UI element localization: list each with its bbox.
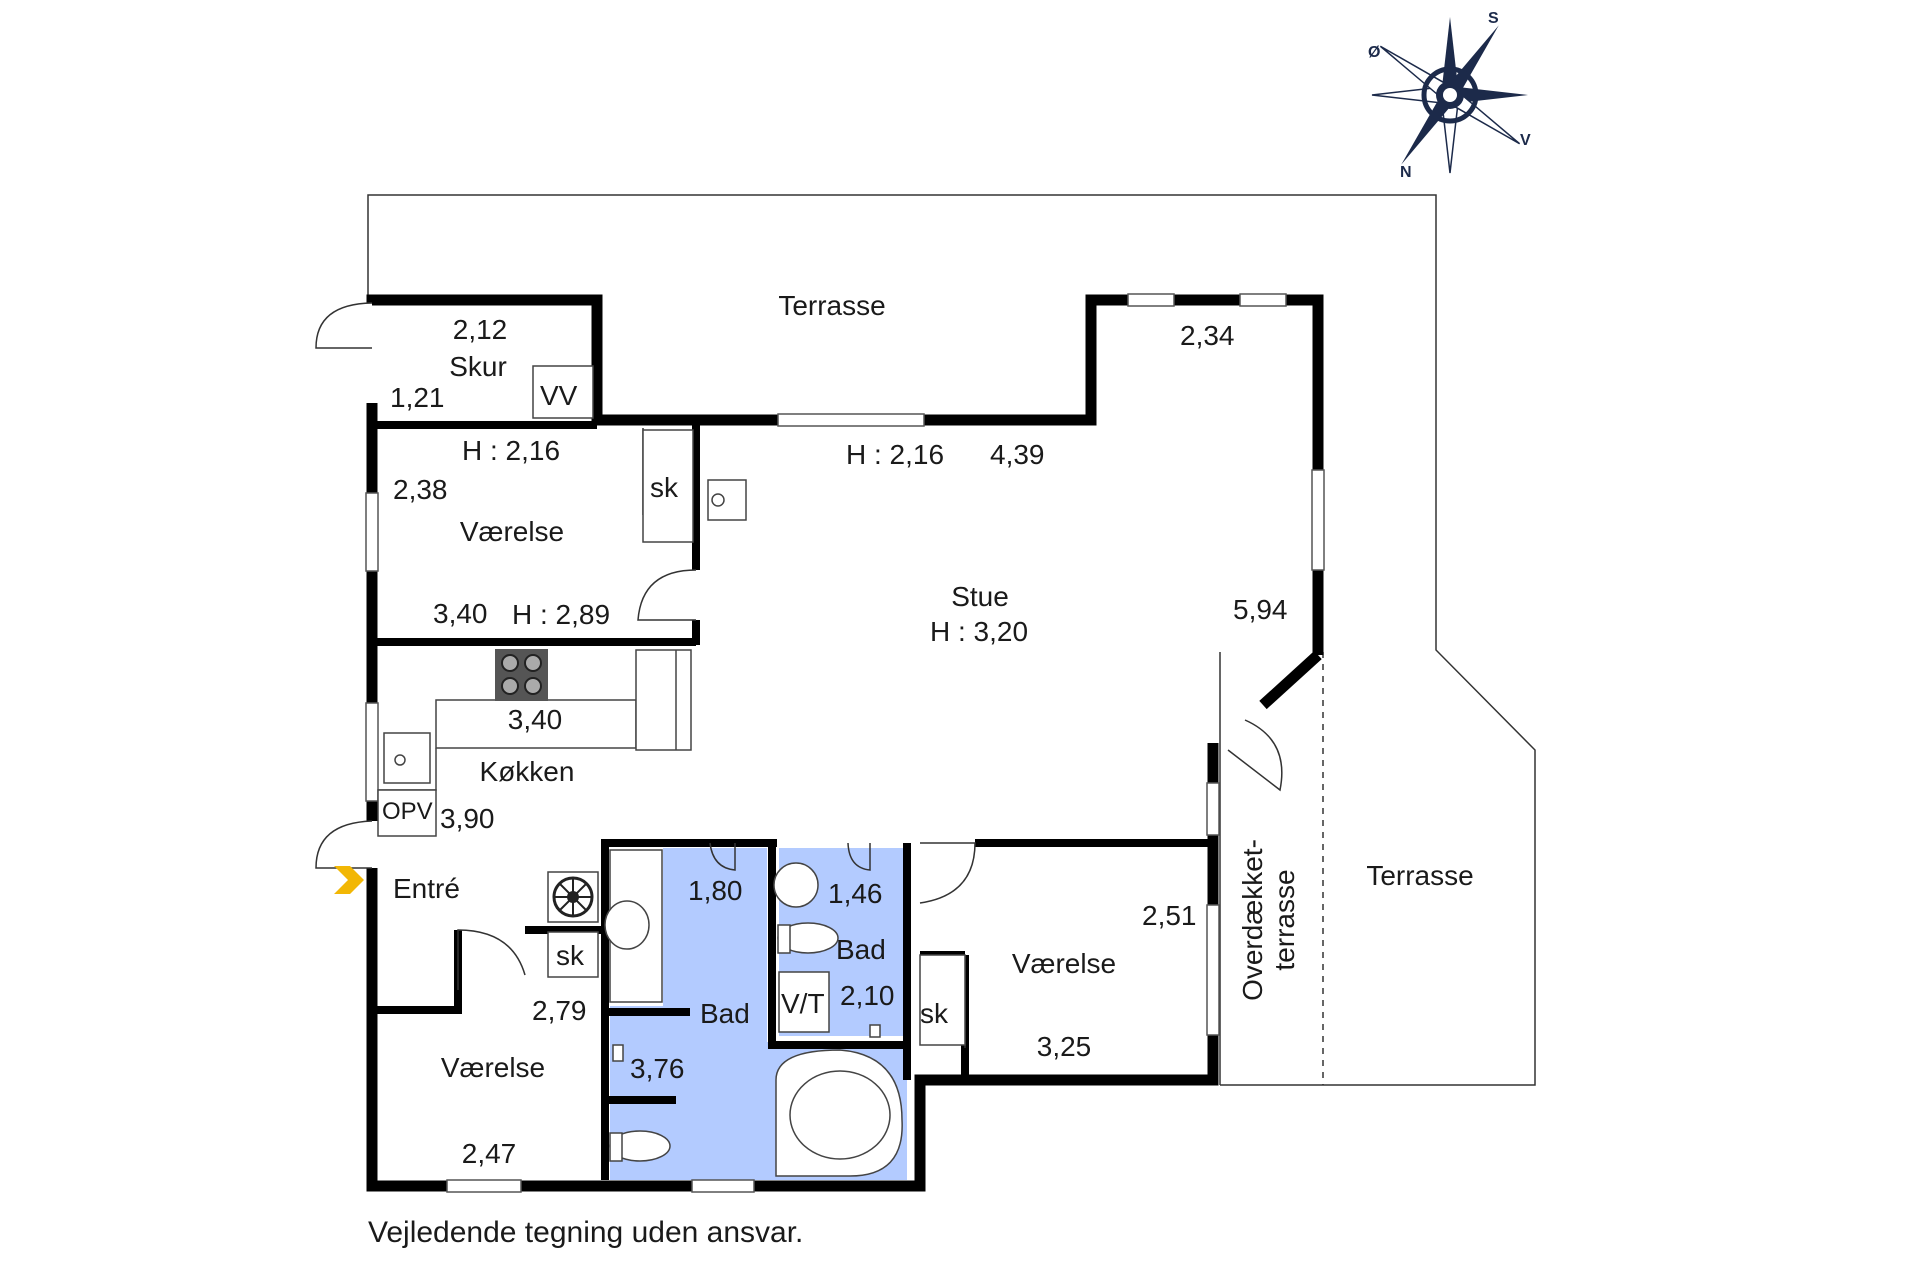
fireplace-icon xyxy=(552,876,594,918)
compass-rose-icon xyxy=(1371,17,1528,174)
windows xyxy=(365,293,1325,1193)
entry-name: Entré xyxy=(393,873,460,904)
compass-south-label: S xyxy=(1488,10,1499,27)
bath-main-dim-a: 1,80 xyxy=(688,875,743,906)
living-height: H : 3,20 xyxy=(929,616,1029,647)
interior-walls xyxy=(372,421,1213,1180)
bath-small-dim-a: 1,46 xyxy=(828,878,883,909)
living-name: Stue xyxy=(951,581,1009,612)
vt-box xyxy=(778,971,830,1033)
bath-small-dim-b: 2,10 xyxy=(840,980,895,1011)
bedroom-se-name: Værelse xyxy=(1011,948,1117,979)
bath-main-name: Bad xyxy=(700,998,750,1029)
vv-box xyxy=(532,365,594,419)
sink-small-bath-icon xyxy=(773,862,819,908)
bedroom-nw-dim-b: 3,40 xyxy=(433,598,488,629)
kitchen-opv-label: OPV xyxy=(382,798,433,825)
bedroom-sw-name: Værelse xyxy=(440,1052,546,1083)
compass-west-label: V xyxy=(1520,132,1531,149)
closet-box-entry xyxy=(547,931,599,978)
closet-label-entry: sk xyxy=(556,940,584,971)
living-dim-b: 2,34 xyxy=(1180,320,1235,351)
closet-box-se xyxy=(919,954,966,1046)
disclaimer-text: Vejledende tegning uden ansvar. xyxy=(368,1216,804,1249)
covered-terrace-label: Overdækket- terrasse xyxy=(1237,839,1301,1001)
opv-box xyxy=(377,789,437,837)
living-dim-a: 4,39 xyxy=(990,439,1045,470)
bedroom-nw-height: H : 2,16 xyxy=(462,435,561,466)
bath-main-dim-b: 3,76 xyxy=(630,1053,685,1084)
sink-bath-icon xyxy=(604,900,650,950)
closet-label-se: sk xyxy=(920,998,948,1029)
stove-icon xyxy=(495,649,548,701)
compass-east-label: Ø xyxy=(1368,44,1381,61)
bedroom-sw-dim-a: 2,79 xyxy=(532,995,587,1026)
bedroom-sw-dim-b: 2,47 xyxy=(461,1138,517,1169)
living-dim-c: 5,94 xyxy=(1233,594,1288,625)
bath-small-name: Bad xyxy=(836,934,886,965)
bedroom-se-dim-b: 3,25 xyxy=(1036,1031,1092,1062)
terrace-top-label: Terrasse xyxy=(778,290,886,321)
entry-arrow-icon xyxy=(334,866,364,894)
shed-dim-a: 2,12 xyxy=(452,314,508,345)
kitchen-name: Køkken xyxy=(479,756,575,787)
bedroom-nw-dim-a: 2,38 xyxy=(393,474,448,505)
kitchen-dim-b: 3,90 xyxy=(440,803,495,834)
kitchen-sink-icon xyxy=(383,732,431,784)
closet-label-nw: sk xyxy=(650,472,678,503)
terrace-outline xyxy=(367,194,1536,1086)
bedroom-se-dim-a: 2,51 xyxy=(1142,900,1197,931)
closet-box-nw xyxy=(642,429,694,543)
compass-north-label: N xyxy=(1400,164,1412,181)
shed-dim-b: 1,21 xyxy=(390,382,445,413)
living-height-top: H : 2,16 xyxy=(846,439,945,470)
bedroom-nw-name: Værelse xyxy=(459,516,565,547)
bedroom-nw-height2: H : 2,89 xyxy=(512,599,611,630)
kitchen-dim-a: 3,40 xyxy=(507,704,563,735)
terrace-right-label: Terrasse xyxy=(1366,860,1474,891)
shed-vv-label: VV xyxy=(540,380,578,411)
bath-small-vt-label: V/T xyxy=(781,988,825,1019)
shed-name: Skur xyxy=(449,351,507,382)
fixtures xyxy=(377,365,966,1177)
